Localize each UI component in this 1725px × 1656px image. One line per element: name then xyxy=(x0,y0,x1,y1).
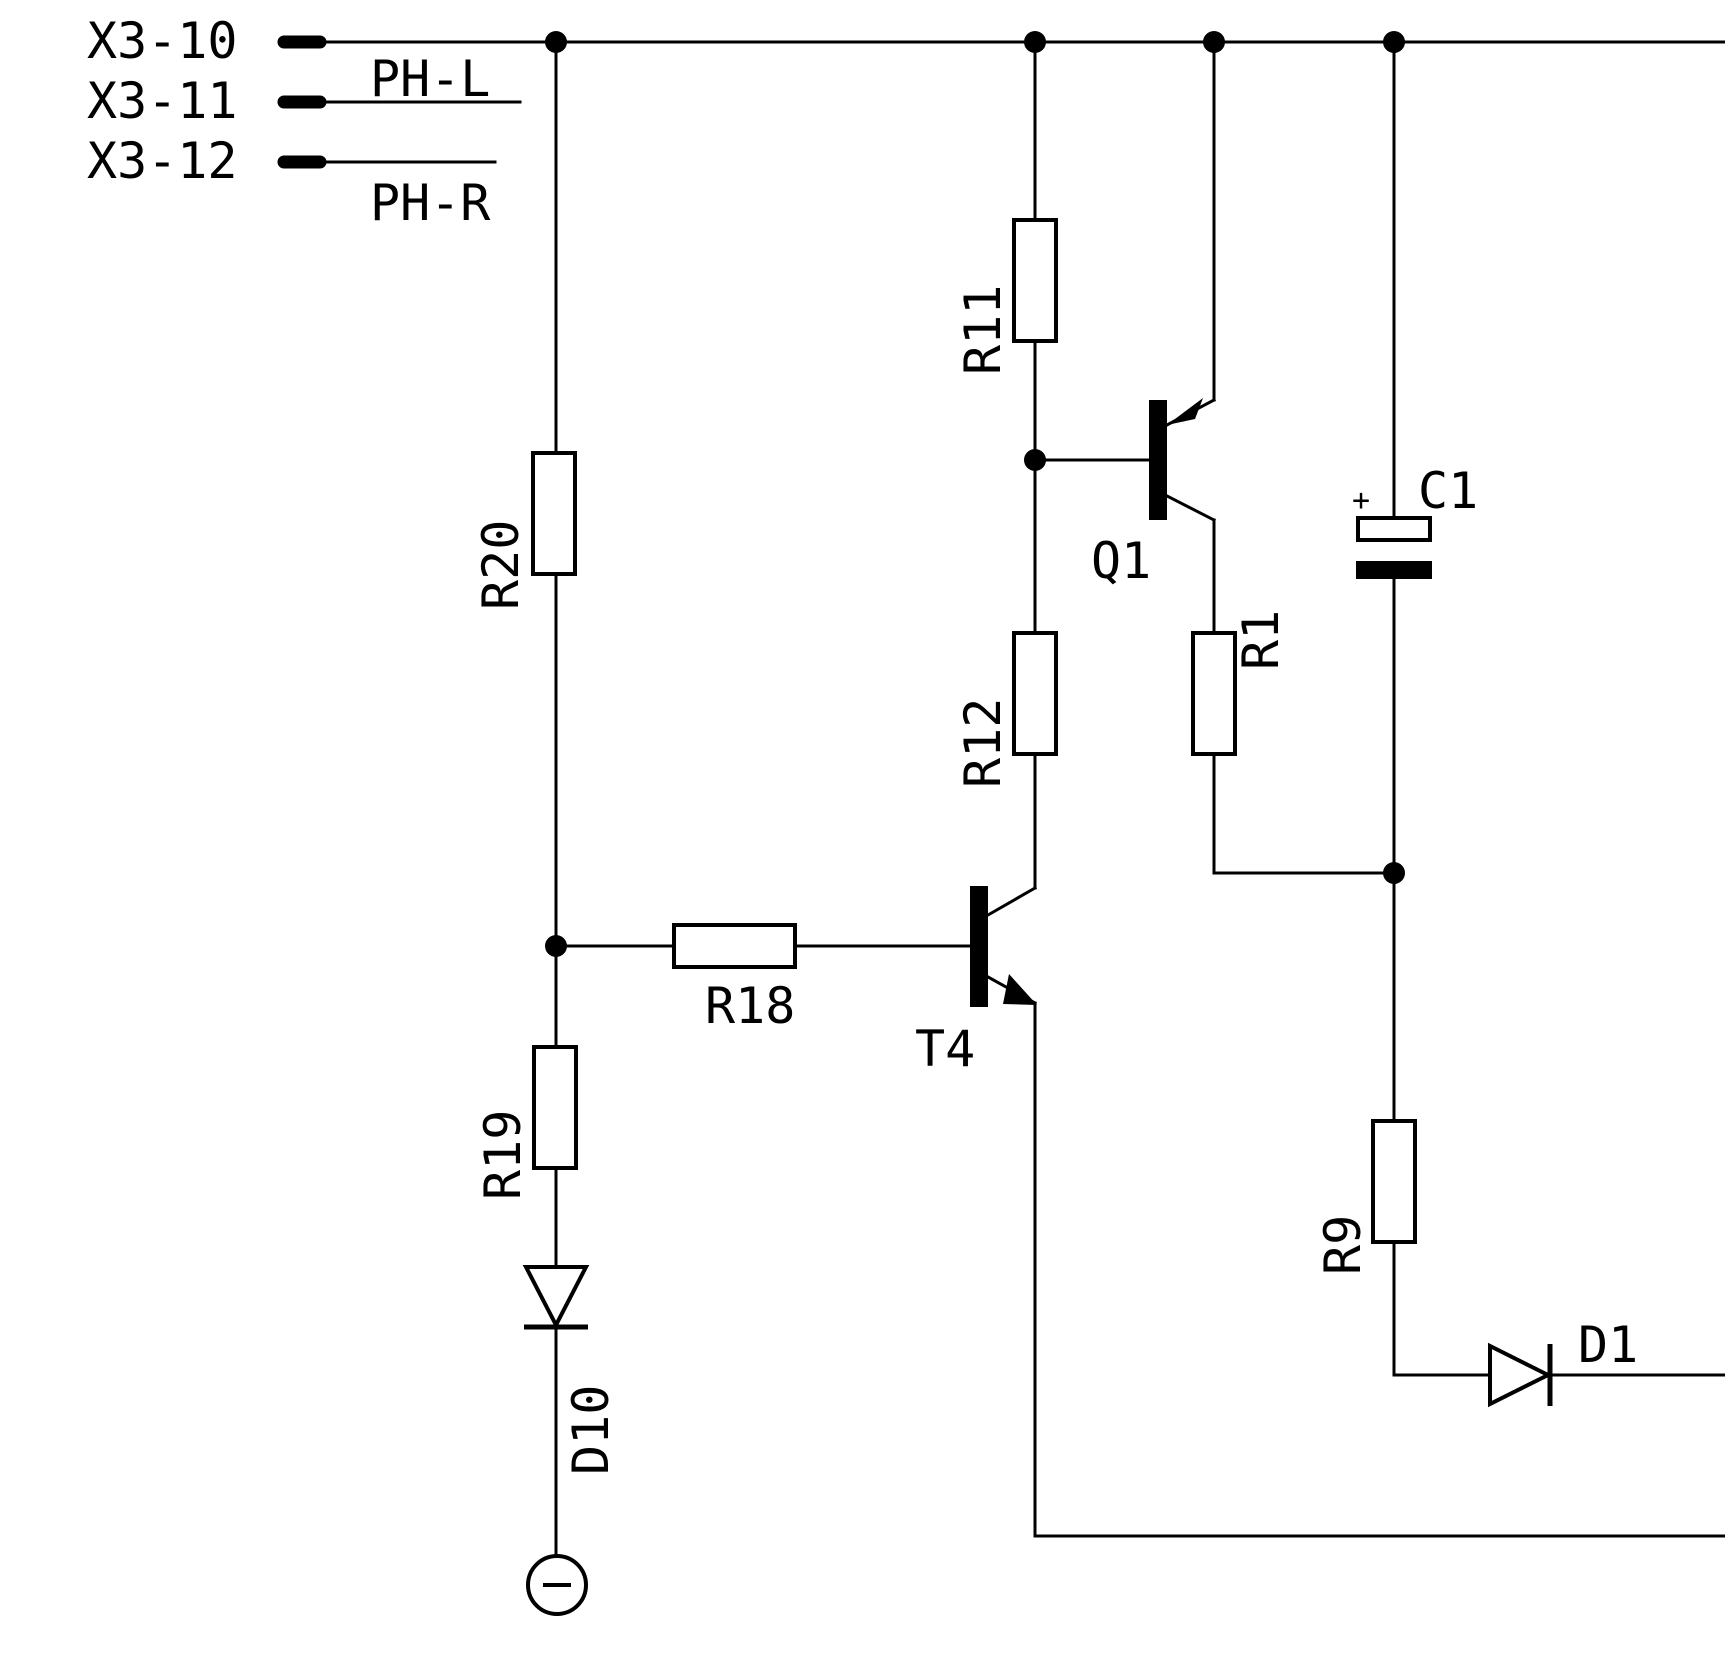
d1-label: D1 xyxy=(1578,1316,1638,1374)
junction-dot xyxy=(1024,31,1046,53)
r18-label: R18 xyxy=(705,977,795,1035)
signal-ph-r-label: PH-R xyxy=(370,174,491,232)
resistor-r19 xyxy=(532,1045,578,1170)
resistor-r11 xyxy=(1012,218,1058,343)
junction-dot xyxy=(1024,449,1046,471)
r20-label: R20 xyxy=(472,520,530,610)
transistor-t4 xyxy=(970,885,1038,1007)
junction-dots xyxy=(545,31,1405,957)
r12-label: R12 xyxy=(954,698,1012,788)
diode-d10 xyxy=(522,1265,590,1330)
junction-dot xyxy=(1383,31,1405,53)
resistor-r20 xyxy=(531,451,577,576)
r11-label: R11 xyxy=(954,285,1012,375)
pin-x3-10-label: X3-10 xyxy=(87,12,238,70)
d10-label: D10 xyxy=(562,1385,620,1475)
junction-dot xyxy=(1203,31,1225,53)
t4-label: T4 xyxy=(915,1020,975,1078)
resistor-r12 xyxy=(1012,631,1058,756)
connector-x3: X3-10 X3-11 X3-12 PH-L PH-R xyxy=(87,12,522,232)
signal-ph-l-label: PH-L xyxy=(370,50,490,108)
resistor-r9 xyxy=(1371,1119,1417,1244)
minus-circle-icon xyxy=(526,1554,588,1616)
resistor-r18 xyxy=(672,923,797,969)
junction-dot xyxy=(1383,862,1405,884)
capacitor-c1 xyxy=(1356,516,1432,579)
junction-dot xyxy=(545,31,567,53)
c1-label: C1 xyxy=(1418,462,1478,520)
c1-polarity-label: + xyxy=(1352,483,1370,518)
junction-dot xyxy=(545,935,567,957)
transistor-q1 xyxy=(1149,397,1217,523)
r9-label: R9 xyxy=(1314,1215,1372,1275)
diode-d1 xyxy=(1488,1342,1553,1408)
r19-label: R19 xyxy=(474,1110,532,1200)
pin-x3-11-label: X3-11 xyxy=(87,72,238,130)
r1-label: R1 xyxy=(1232,610,1290,670)
q1-label: Q1 xyxy=(1091,532,1151,590)
pin-x3-12-label: X3-12 xyxy=(87,132,238,190)
resistor-r1 xyxy=(1191,631,1237,756)
